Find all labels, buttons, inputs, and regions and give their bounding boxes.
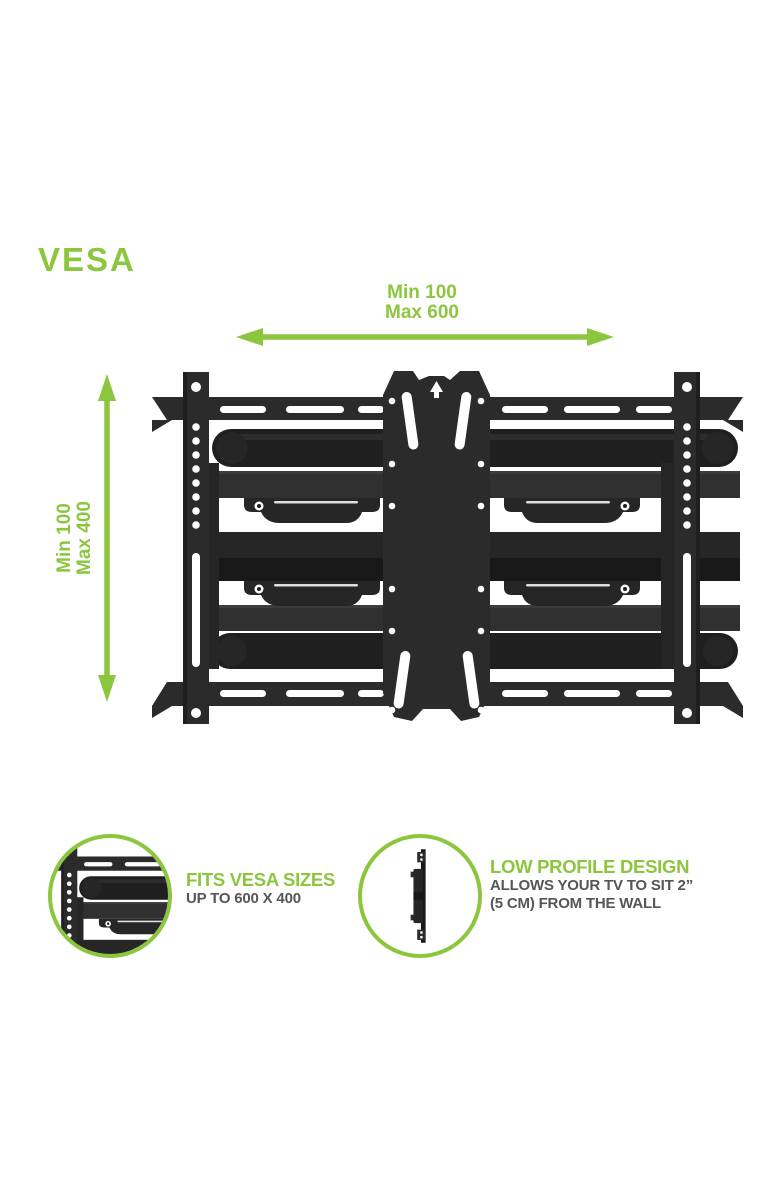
vesa-sizes-title: FITS VESA SIZES	[186, 869, 336, 890]
low-profile-callout-circle	[358, 834, 482, 958]
vertical-dimension-arrow-icon	[98, 374, 116, 702]
vesa-sizes-callout-circle	[48, 834, 172, 958]
page-title: VESA	[38, 241, 136, 278]
low-profile-line2: (5 CM) FROM THE WALL	[490, 894, 661, 912]
vertical-dimension-label: Min 100 Max 400	[54, 428, 97, 648]
low-profile-callout-text: LOW PROFILE DESIGN ALLOWS YOUR TV TO SIT…	[490, 857, 693, 912]
tv-mount-illustration	[150, 365, 745, 735]
low-profile-side-icon	[410, 849, 426, 943]
h-dim-line1: Min 100	[387, 282, 457, 303]
horizontal-dimension-label: Min 100 Max 600	[312, 283, 532, 323]
vesa-plate-corner-icon	[52, 838, 168, 954]
v-dim-line1: Min 100	[54, 503, 75, 573]
vesa-sizes-line: UP TO 600 X 400	[186, 890, 301, 907]
low-profile-title: LOW PROFILE DESIGN	[490, 856, 690, 877]
horizontal-dimension-arrow-icon	[236, 328, 614, 346]
v-dim-line2: Max 400	[74, 501, 95, 575]
low-profile-line1: ALLOWS YOUR TV TO SIT 2”	[490, 877, 693, 894]
h-dim-line2: Max 600	[385, 302, 459, 323]
vesa-sizes-callout-text: FITS VESA SIZES UP TO 600 X 400	[186, 870, 335, 908]
